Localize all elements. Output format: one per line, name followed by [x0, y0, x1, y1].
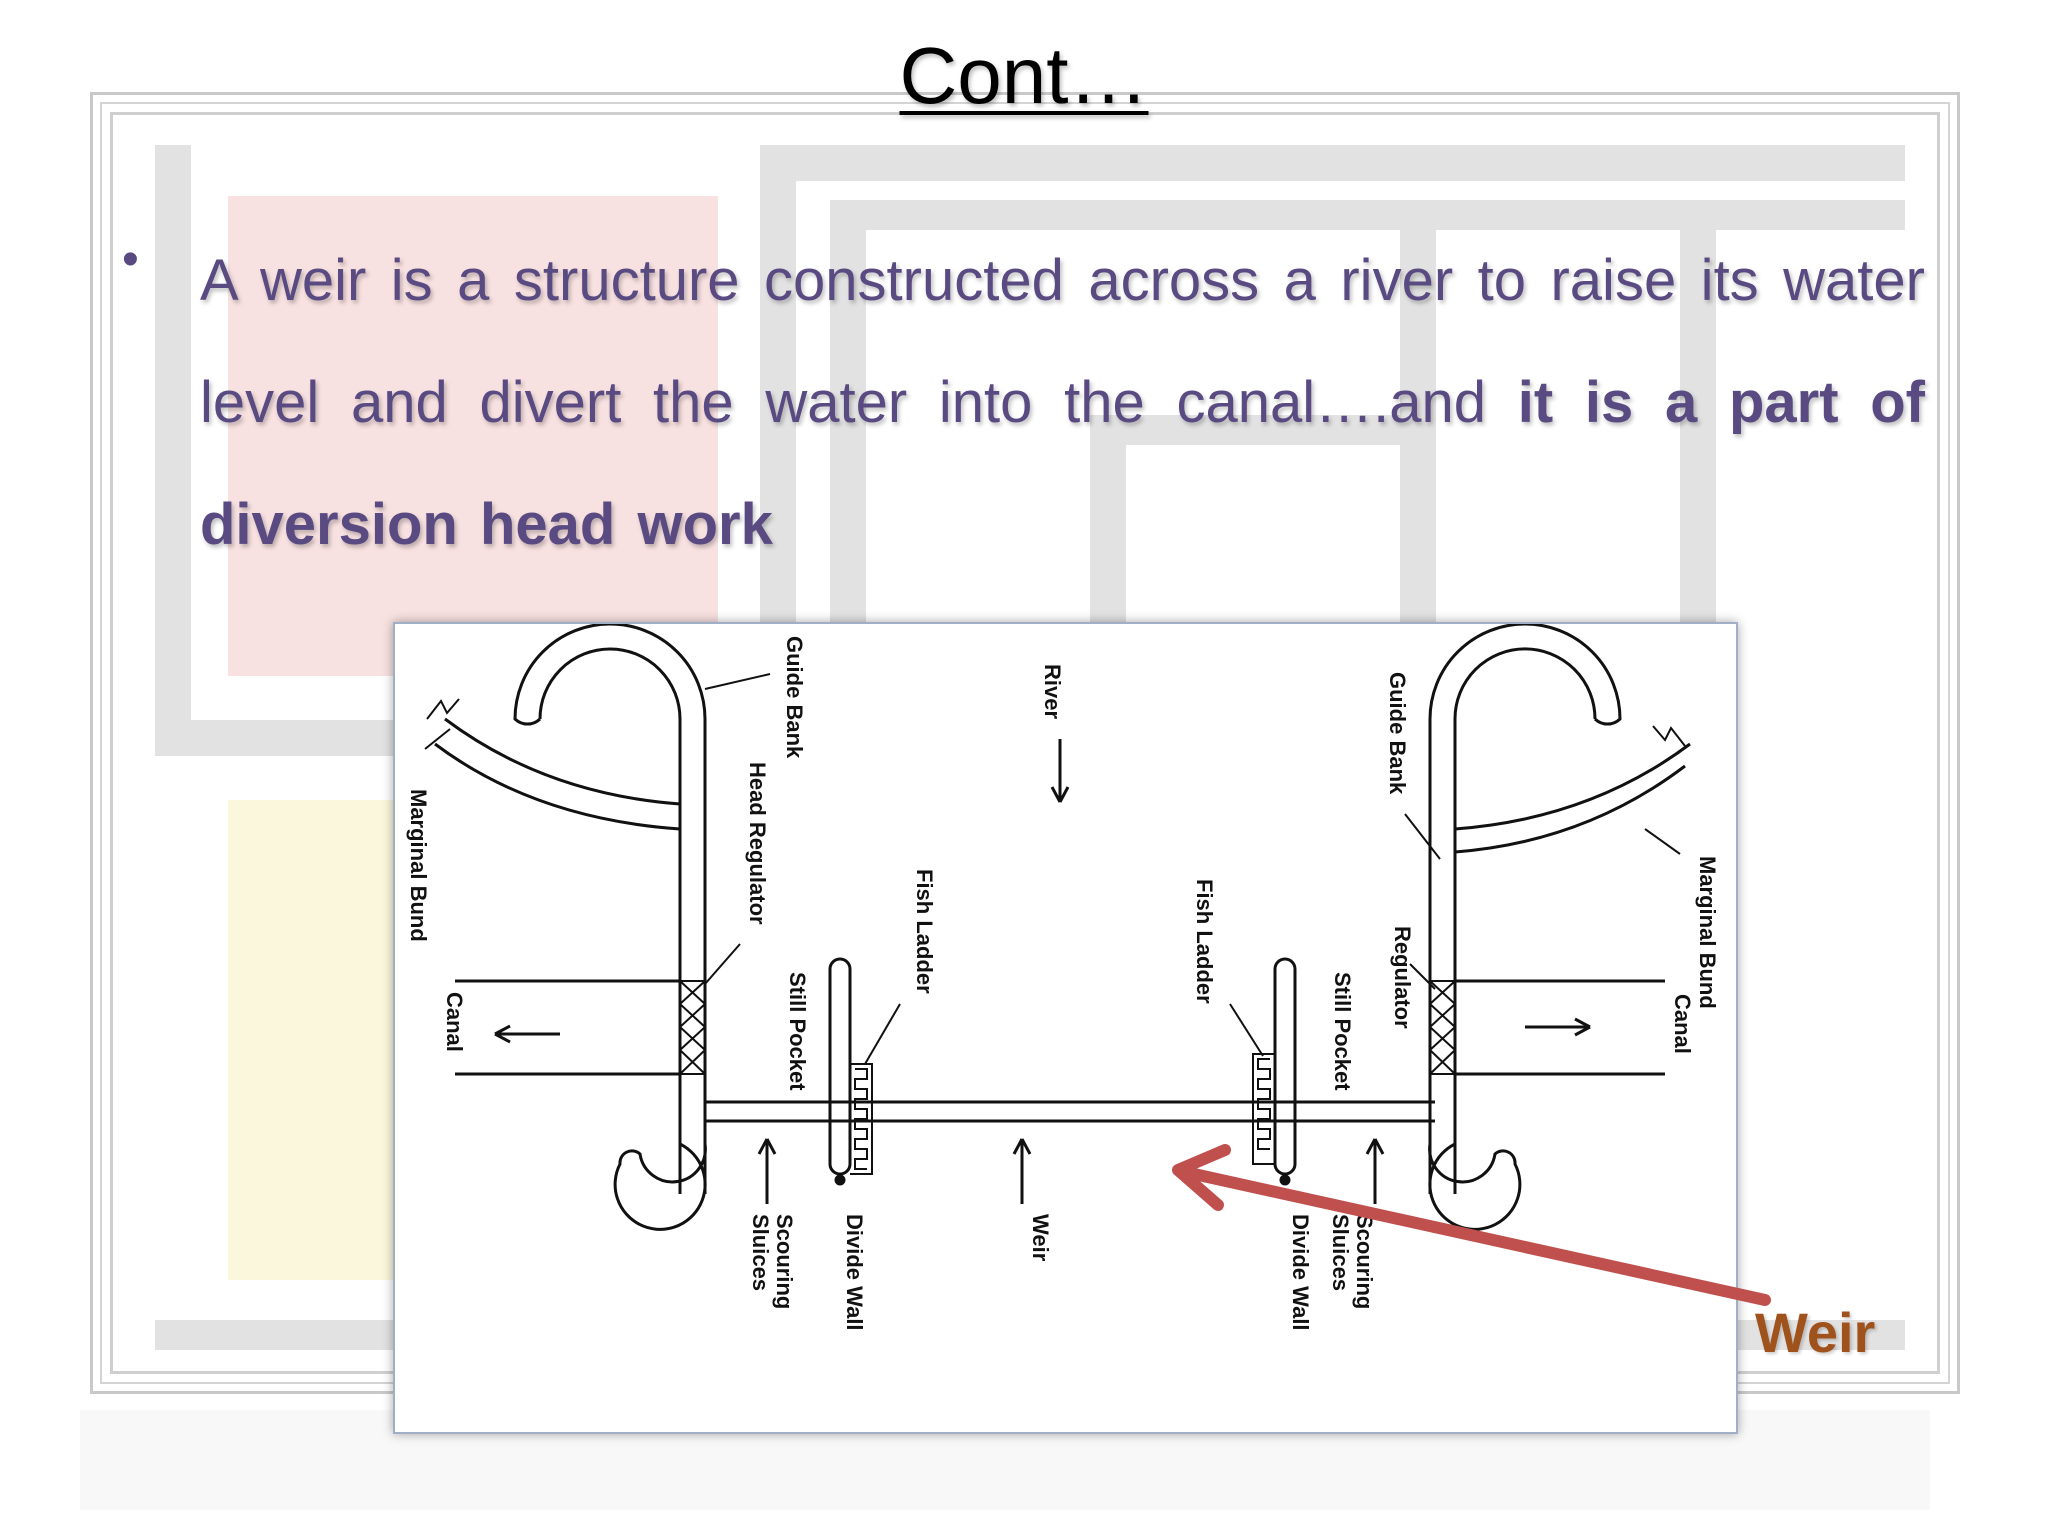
right-canal-arrow [1525, 1017, 1591, 1037]
right-marginal-bund [1454, 742, 1691, 831]
river-arrow [1050, 739, 1070, 803]
bullet-marker: • [122, 233, 139, 286]
left-divide-wall [828, 957, 852, 1176]
leader-regulator-right [1409, 963, 1436, 990]
right-divide-wall-end [1279, 1174, 1291, 1186]
bullet-text: A weir is a structure constructed across… [200, 220, 1925, 586]
weir-pointer-arrow [1012, 1138, 1032, 1204]
label-scouring-right-1: Scouring [1352, 1214, 1377, 1309]
label-marginal-bund-right: Marginal Bund [1695, 856, 1720, 1009]
label-fish-ladder-right: Fish Ladder [1192, 879, 1217, 1004]
weir-layout-diagram: Guide Bank Head Regulator River Fish Lad… [393, 622, 1738, 1434]
left-canal-arrow [494, 1024, 560, 1044]
label-canal-left: Canal [442, 992, 467, 1052]
label-canal-right: Canal [1670, 994, 1695, 1054]
right-scouring-arrow [1365, 1138, 1385, 1204]
left-head-regulator [679, 980, 706, 1075]
background-pink-block [228, 196, 718, 676]
background-bar [1090, 415, 1420, 445]
leader-guide-bank-right [1404, 813, 1441, 860]
background-bar [1680, 200, 1716, 640]
right-marginal-bund-inner [1454, 764, 1686, 854]
label-still-pocket-left: Still Pocket [785, 972, 810, 1091]
background-bar [1400, 200, 1436, 640]
right-guide-bank [1428, 624, 1622, 1231]
right-regulator [1429, 980, 1456, 1075]
leader-marginal-bund-right [1644, 828, 1681, 855]
label-divide-wall-left: Divide Wall [842, 1214, 867, 1331]
left-marginal-bund-inner [434, 742, 681, 831]
label-regulator-right: Regulator [1390, 926, 1415, 1029]
left-marginal-bund [444, 717, 681, 806]
label-still-pocket-right: Still Pocket [1330, 972, 1355, 1091]
label-guide-bank-right: Guide Bank [1385, 672, 1410, 795]
weir-callout-label: Weir [1755, 1301, 1876, 1364]
label-marginal-bund-left: Marginal Bund [406, 789, 431, 942]
bullet-text-bold: it is a part of diversion head work [200, 370, 1925, 557]
label-scouring-right-2: Sluices [1328, 1214, 1353, 1291]
leader-fish-ladder-left [864, 1003, 901, 1065]
label-guide-bank-left: Guide Bank [782, 636, 807, 759]
background-yellow-block [228, 800, 398, 1280]
leader-marginal-bund-left [424, 728, 451, 750]
label-head-regulator: Head Regulator [745, 762, 770, 925]
slide-title: Cont… [899, 31, 1149, 120]
background-bar [1090, 415, 1126, 640]
label-weir: Weir [1028, 1214, 1053, 1262]
left-bund-break [426, 698, 460, 720]
leader-fish-ladder-right [1229, 1003, 1264, 1057]
leader-guide-bank-left [704, 673, 771, 690]
right-divide-wall [1273, 957, 1297, 1176]
bullet-text-plain: A weir is a structure constructed across… [200, 248, 1925, 435]
left-guide-bank [513, 624, 707, 1231]
left-fish-ladder [850, 1063, 873, 1175]
background-bar [830, 200, 1905, 230]
background-bar [760, 145, 1905, 181]
background-bar [830, 200, 866, 640]
label-divide-wall-right: Divide Wall [1288, 1214, 1313, 1331]
label-scouring-left-1: Scouring [772, 1214, 797, 1309]
right-fish-ladder [1252, 1053, 1275, 1165]
label-river: River [1040, 664, 1065, 719]
label-scouring-left-2: Sluices [748, 1214, 773, 1291]
leader-head-regulator [704, 943, 741, 985]
left-divide-wall-end [834, 1174, 846, 1186]
diagram-drawing: Guide Bank Head Regulator River Fish Lad… [406, 624, 1720, 1331]
right-bund-break [1652, 725, 1686, 747]
left-scouring-arrow [757, 1138, 777, 1204]
background-bar [155, 145, 191, 755]
label-fish-ladder-left: Fish Ladder [912, 869, 937, 994]
